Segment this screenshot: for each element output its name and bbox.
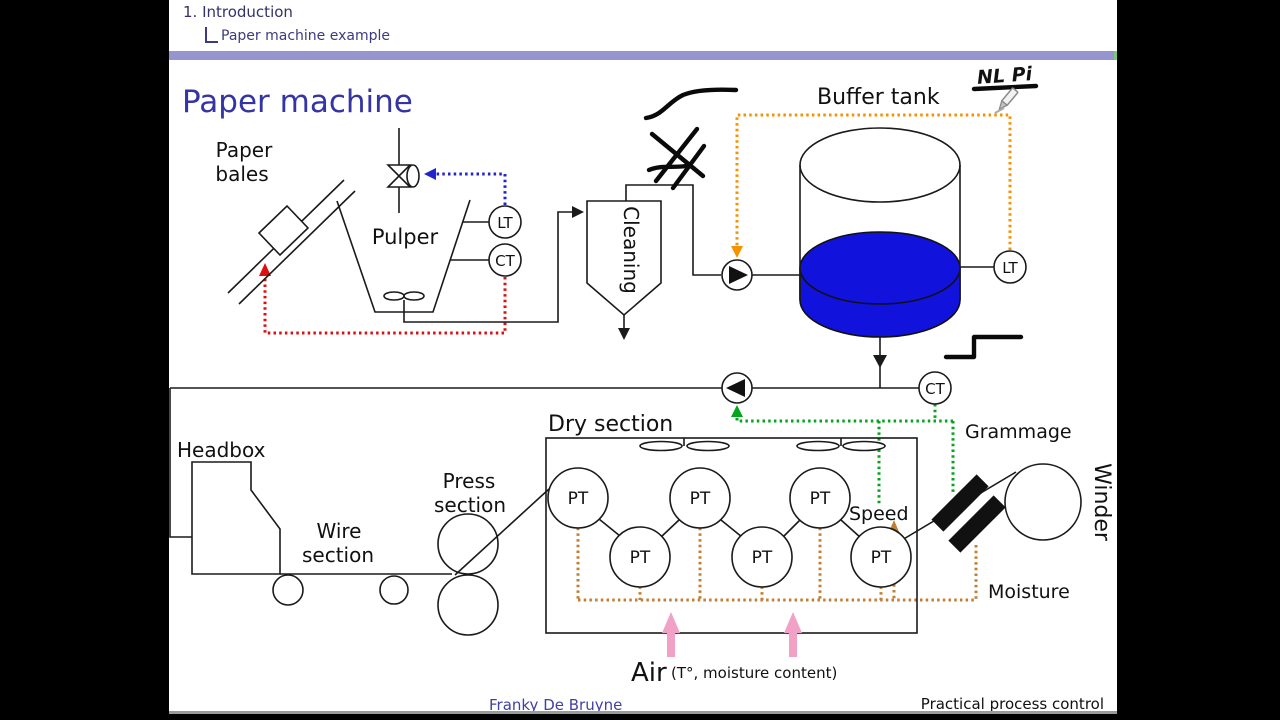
pump-impeller-icon xyxy=(729,266,748,284)
level-control-loop-blue xyxy=(424,168,507,205)
breadcrumb-subsection: Paper machine example xyxy=(205,27,390,43)
paper-bales-label-1: Paper xyxy=(216,138,273,162)
dryer-rolls: PT PT PT PT PT PT xyxy=(547,467,912,588)
dryer-roll-pt: PT xyxy=(609,526,671,588)
blue-arrowhead xyxy=(424,168,436,180)
valve-icon xyxy=(386,164,412,178)
press-roll xyxy=(437,513,499,575)
paper-bale xyxy=(257,204,310,257)
pencil-cursor-icon xyxy=(994,87,1019,114)
svg-text:PT: PT xyxy=(810,489,831,509)
lt-label: LT xyxy=(497,214,513,232)
wire-label-1: Wire xyxy=(317,519,362,543)
pulper-consistency-transmitter: CT xyxy=(488,243,522,277)
press-label-1: Press xyxy=(443,469,496,493)
stock-consistency-transmitter: CT xyxy=(918,371,952,405)
speed-label: Speed xyxy=(849,503,909,525)
wire-roll xyxy=(379,575,409,605)
paper-bales-label-2: bales xyxy=(215,162,268,186)
buffer-tank-label: Buffer tank xyxy=(817,85,940,110)
pipe-arrowhead xyxy=(572,206,584,218)
moisture-label: Moisture xyxy=(988,581,1070,603)
dryer-roll-pt: PT xyxy=(731,526,793,588)
svg-text:PT: PT xyxy=(752,548,773,568)
tank-level-transmitter: LT xyxy=(993,250,1027,284)
dryer-roll-pt: PT xyxy=(850,526,912,588)
quality-scanner xyxy=(931,474,1006,553)
dryer-roll-pt: PT xyxy=(669,467,731,529)
press-section: Press section xyxy=(434,469,550,636)
cleaning-vessel: Cleaning xyxy=(586,184,721,340)
red-arrowhead xyxy=(259,263,271,276)
svg-text:PT: PT xyxy=(690,489,711,509)
feed-pump xyxy=(721,259,800,291)
ct-label: CT xyxy=(925,380,945,398)
breadcrumb-section: 1. Introduction xyxy=(183,3,293,21)
cleaning-label: Cleaning xyxy=(619,206,643,294)
agitator-icon xyxy=(383,291,405,301)
pump-impeller-icon xyxy=(726,379,745,397)
pulper-vessel: Pulper xyxy=(336,199,584,323)
handdrawn-crossed-scribble xyxy=(646,126,707,191)
reject-arrowhead xyxy=(618,328,630,340)
ct-label: CT xyxy=(495,252,515,270)
progress-bar-cap xyxy=(1114,51,1117,60)
lt-label: LT xyxy=(1002,259,1018,277)
wire-section: Wire section xyxy=(272,519,452,606)
pulper-level-transmitter: LT xyxy=(488,205,522,239)
winder: Winder xyxy=(1004,463,1114,542)
fan-pump xyxy=(721,372,753,404)
footer-author: Franky De Bruyne xyxy=(489,696,623,714)
air-label: Air xyxy=(631,658,667,688)
dilution-valve xyxy=(386,128,420,213)
wire-label-2: section xyxy=(302,543,374,567)
air-supply: Air (T°, moisture content) xyxy=(631,612,837,688)
stock-line xyxy=(169,387,919,538)
pulper-label: Pulper xyxy=(372,225,439,249)
air-arrow xyxy=(662,612,680,657)
consistency-control-loop-red xyxy=(259,263,507,335)
handwriting-underline xyxy=(971,83,1039,92)
orange-arrowhead xyxy=(731,246,743,258)
air-detail-label: (T°, moisture content) xyxy=(671,664,837,682)
green-arrowhead xyxy=(731,405,743,417)
tank-outlet-arrowhead xyxy=(873,355,887,368)
tree-elbow-icon xyxy=(205,27,218,43)
scanner-bar xyxy=(931,474,989,532)
scanner-bar xyxy=(948,495,1006,553)
fan-icon xyxy=(639,440,683,452)
winder-label: Winder xyxy=(1089,463,1114,542)
buffer-tank: Buffer tank xyxy=(799,85,994,388)
headbox-label: Headbox xyxy=(177,438,266,462)
breadcrumb-subsection-label: Paper machine example xyxy=(221,28,390,44)
svg-text:PT: PT xyxy=(630,548,651,568)
handdrawn-step-response-curve xyxy=(643,87,739,121)
handdrawn-step-curve-right xyxy=(943,334,1024,360)
headbox: Headbox xyxy=(177,438,281,575)
fan-icon xyxy=(796,440,840,452)
wire-roll xyxy=(272,574,304,606)
press-label-2: section xyxy=(434,493,506,517)
footer-divider xyxy=(169,711,1117,714)
air-arrow xyxy=(784,612,802,657)
winder-roll xyxy=(1004,463,1082,541)
tank-top xyxy=(799,127,961,203)
page-title: Paper machine xyxy=(182,84,413,120)
tank-level-loop-orange xyxy=(731,113,1012,258)
footer-course-title: Practical process control xyxy=(920,695,1104,713)
dryer-roll-pt: PT xyxy=(547,467,609,529)
svg-text:PT: PT xyxy=(871,548,892,568)
grammage-control-loop-green xyxy=(731,404,955,504)
progress-bar xyxy=(169,51,1114,60)
svg-text:PT: PT xyxy=(568,489,589,509)
dry-section-label: Dry section xyxy=(548,412,673,437)
press-roll xyxy=(437,574,499,636)
paper-bales-conveyor: Paper bales xyxy=(215,138,356,305)
dryer-roll-pt: PT xyxy=(789,467,851,529)
valve-actuator xyxy=(406,164,420,188)
grammage-label: Grammage xyxy=(965,421,1072,443)
